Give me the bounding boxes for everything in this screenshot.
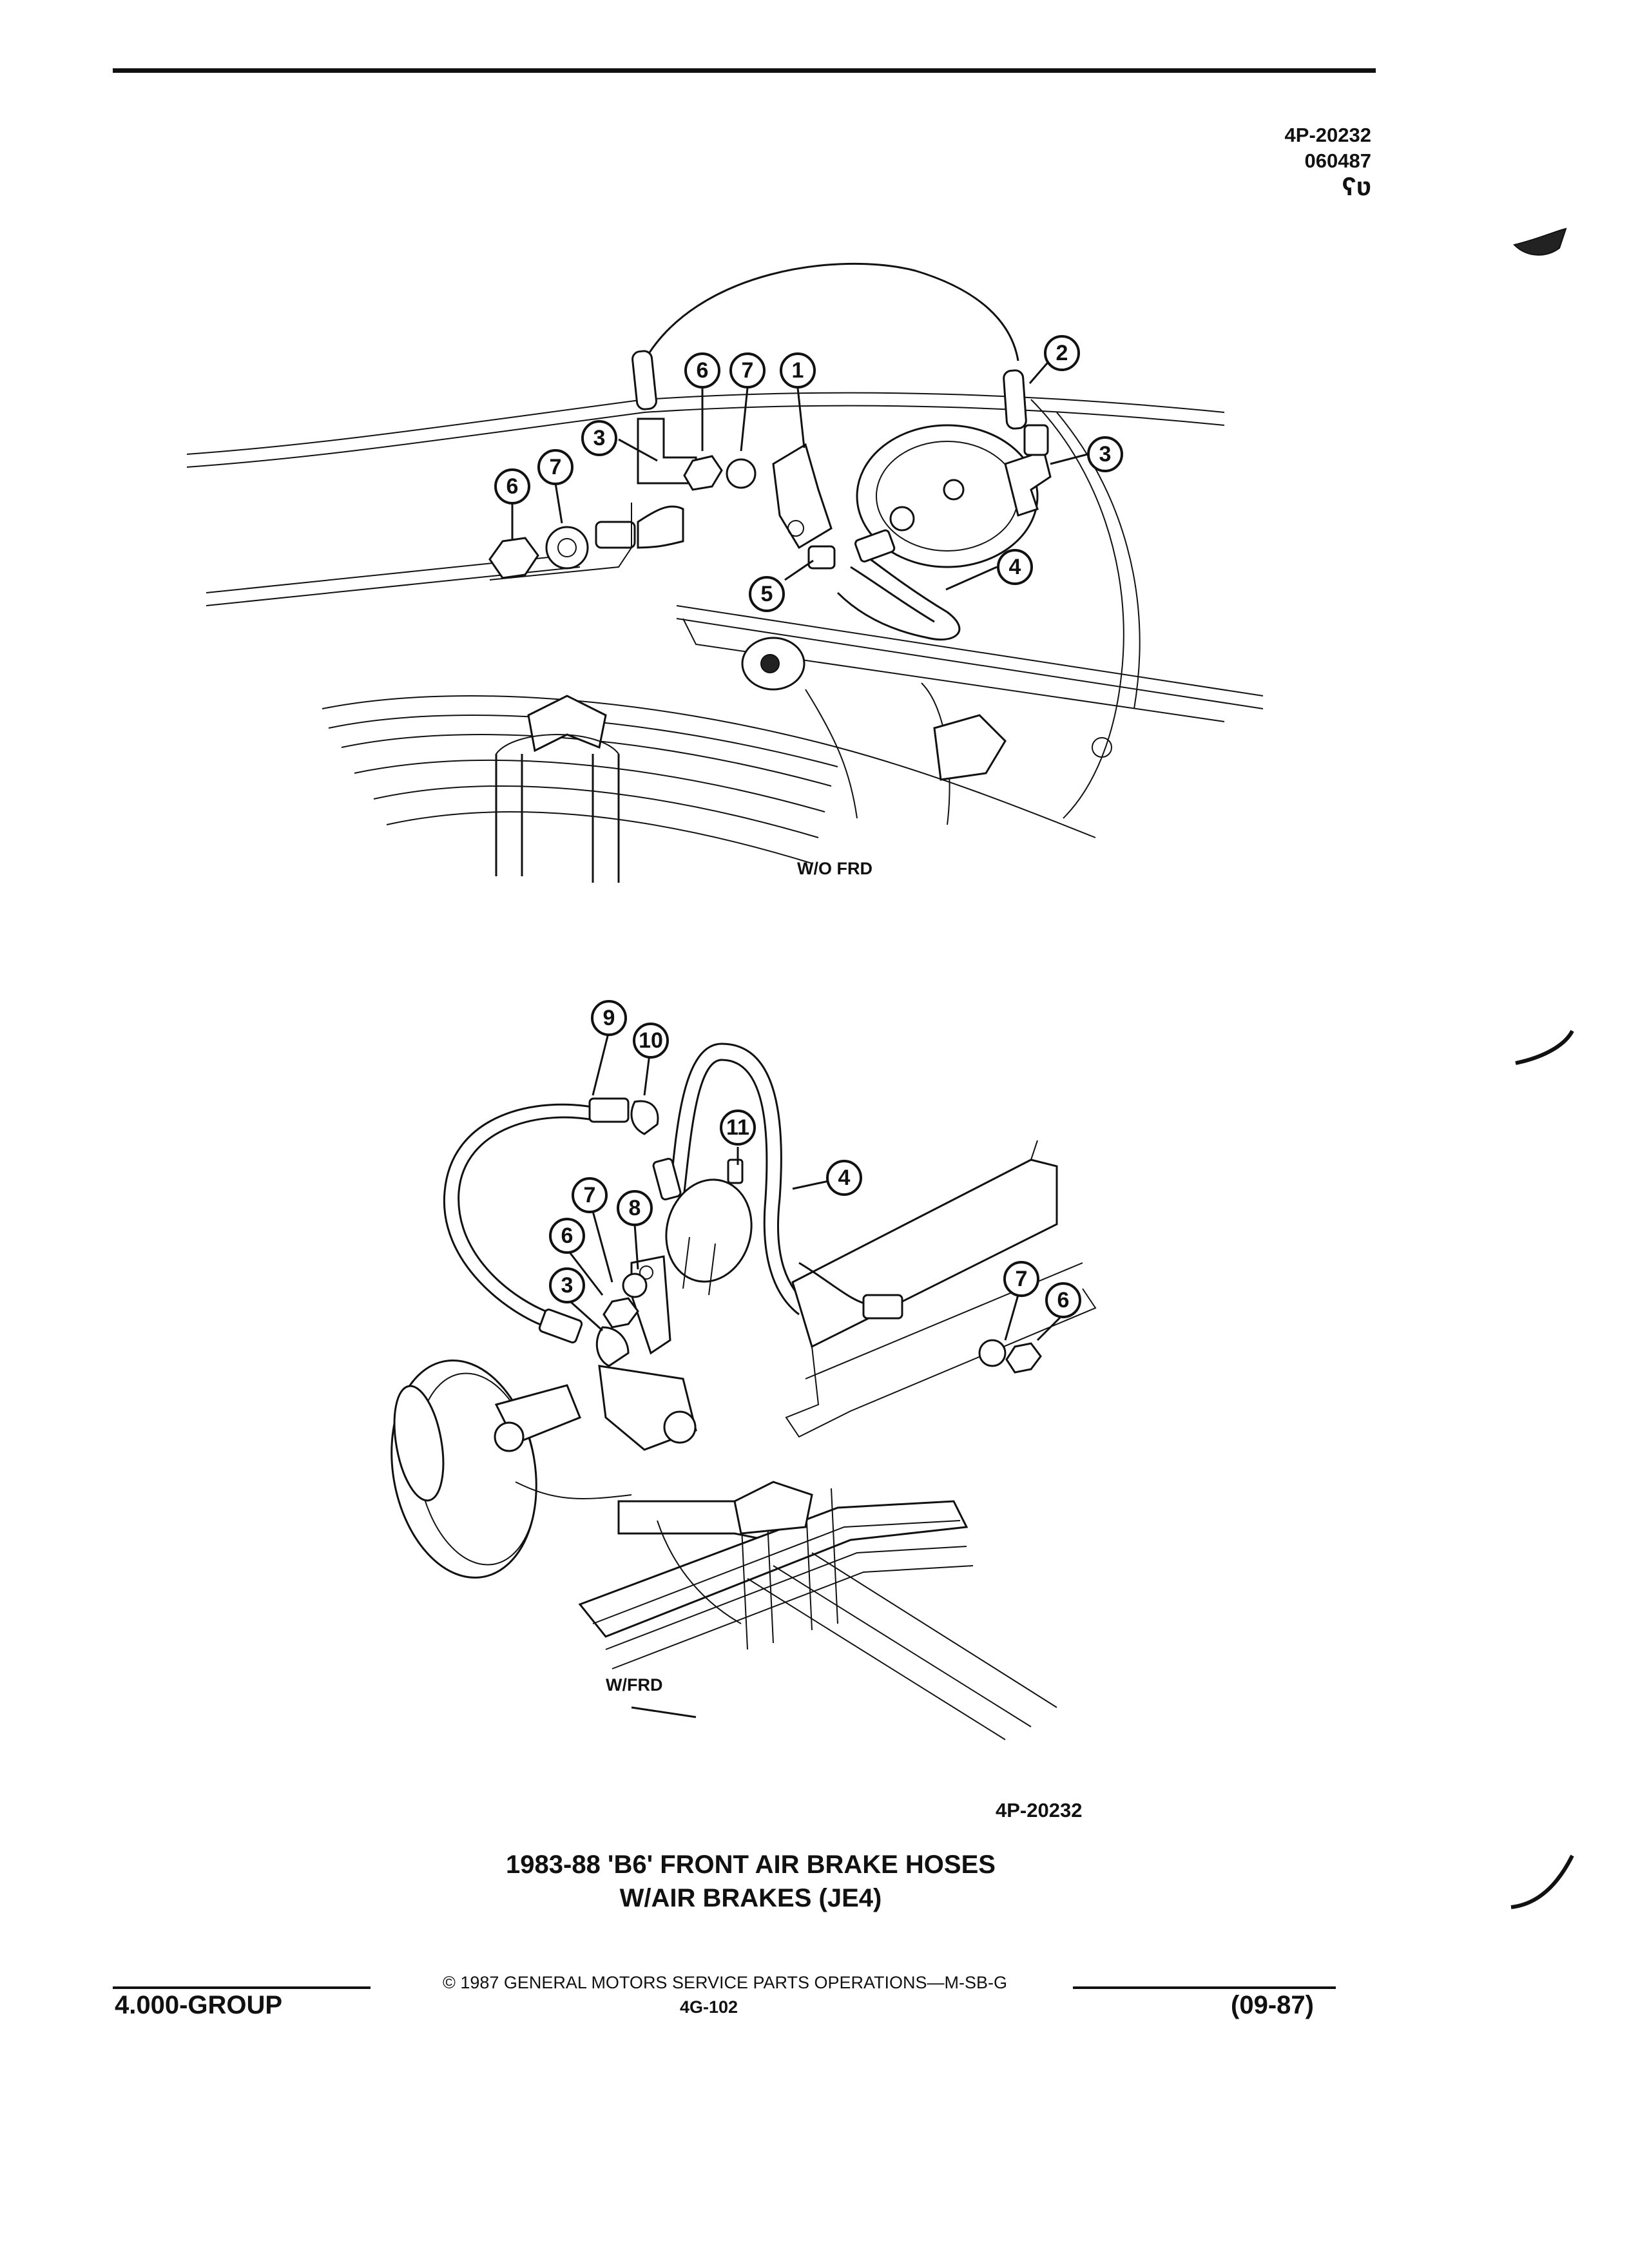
callout-7c-text: 7 <box>584 1183 596 1207</box>
callout-4: 4 <box>997 549 1033 585</box>
hose-4 <box>836 553 961 641</box>
callout-3a-text: 3 <box>593 426 606 450</box>
callout-10-text: 10 <box>639 1028 663 1053</box>
bottom-callouts: 9 10 11 4 7 8 6 3 7 6 <box>549 1000 1081 1318</box>
nut-left <box>488 537 539 579</box>
callout-7c: 7 <box>572 1177 608 1213</box>
callout-6c-text: 6 <box>561 1224 574 1248</box>
top-figure: 2 6 7 1 3 3 6 7 4 5 <box>186 262 1264 883</box>
scan-mark-2 <box>1515 1030 1574 1065</box>
callout-2-text: 2 <box>1056 341 1068 365</box>
callout-4b: 4 <box>826 1160 862 1196</box>
callout-3c: 3 <box>549 1267 585 1303</box>
leaf-spring <box>578 1500 969 1638</box>
callout-6a-text: 6 <box>697 358 709 383</box>
scan-mark-3 <box>1510 1854 1574 1909</box>
footer-copyright: © 1987 GENERAL MOTORS SERVICE PARTS OPER… <box>442 1973 1008 1992</box>
top-rule <box>113 68 1376 73</box>
ref-mark: ʕʋ <box>1342 173 1371 201</box>
callout-9: 9 <box>591 1000 627 1036</box>
footer-rule-left <box>113 1986 371 1989</box>
figure-code: 4P-20232 <box>996 1799 1083 1821</box>
callout-3c-text: 3 <box>561 1273 574 1298</box>
callout-7d-text: 7 <box>1016 1267 1028 1291</box>
callout-7a: 7 <box>729 352 766 389</box>
callout-8-text: 8 <box>629 1196 641 1220</box>
hose-4b <box>669 1043 813 1309</box>
footer-rule-right <box>1073 1986 1336 1989</box>
callout-6d-text: 6 <box>1057 1288 1070 1312</box>
top-callouts: 2 6 7 1 3 3 6 7 4 5 <box>494 335 1123 612</box>
callout-7b: 7 <box>537 449 574 485</box>
callout-1: 1 <box>780 352 816 389</box>
callout-1-text: 1 <box>792 358 804 383</box>
callout-6d: 6 <box>1045 1282 1081 1318</box>
callout-11: 11 <box>720 1110 756 1146</box>
callout-6b-text: 6 <box>506 474 519 499</box>
callout-7b-text: 7 <box>550 455 562 479</box>
callout-3b: 3 <box>1087 436 1123 472</box>
callout-6b: 6 <box>494 468 530 505</box>
callout-8: 8 <box>617 1190 653 1226</box>
footer-page: 4G-102 <box>679 1997 738 2017</box>
figure-label-w-frd: W/FRD <box>606 1675 663 1695</box>
scan-mark-1 <box>1513 227 1567 256</box>
bottom-figure: 9 10 11 4 7 8 6 3 7 6 <box>390 1000 1097 1740</box>
hose-9 <box>443 1103 600 1329</box>
figure-label-wo-frd: W/O FRD <box>797 859 872 878</box>
callout-2: 2 <box>1044 335 1080 371</box>
caption-line-1: 1983-88 'B6' FRONT AIR BRAKE HOSES <box>506 1850 996 1879</box>
callout-10: 10 <box>633 1023 669 1059</box>
callout-3a: 3 <box>581 420 617 456</box>
callout-11-text: 11 <box>726 1115 749 1140</box>
callout-6a: 6 <box>684 352 720 389</box>
callout-9-text: 9 <box>603 1006 615 1030</box>
ref-number: 060487 <box>1304 149 1371 172</box>
callout-6c: 6 <box>549 1218 585 1254</box>
callout-4b-text: 4 <box>838 1166 851 1190</box>
frame-line <box>186 392 1225 455</box>
callout-4-text: 4 <box>1009 555 1021 579</box>
leader-2 <box>1028 359 1052 384</box>
footer-group: 4.000-GROUP <box>115 1991 283 2019</box>
figure-caption: 1983-88 'B6' FRONT AIR BRAKE HOSES W/AIR… <box>361 1848 1141 1915</box>
caption-line-2: W/AIR BRAKES (JE4) <box>619 1884 882 1912</box>
ref-code: 4P-20232 <box>1284 124 1371 146</box>
callout-3b-text: 3 <box>1099 442 1112 466</box>
header-ref: 4P-20232 060487 ʕʋ <box>1285 122 1371 200</box>
callout-5: 5 <box>749 576 785 612</box>
hose-arc <box>643 262 1019 361</box>
callout-7a-text: 7 <box>742 358 754 383</box>
tee-fitting <box>637 418 697 485</box>
footer-date: (09-87) <box>1231 1991 1314 2019</box>
callout-5-text: 5 <box>761 582 773 606</box>
callout-7d: 7 <box>1003 1261 1039 1297</box>
bracket <box>772 443 833 550</box>
